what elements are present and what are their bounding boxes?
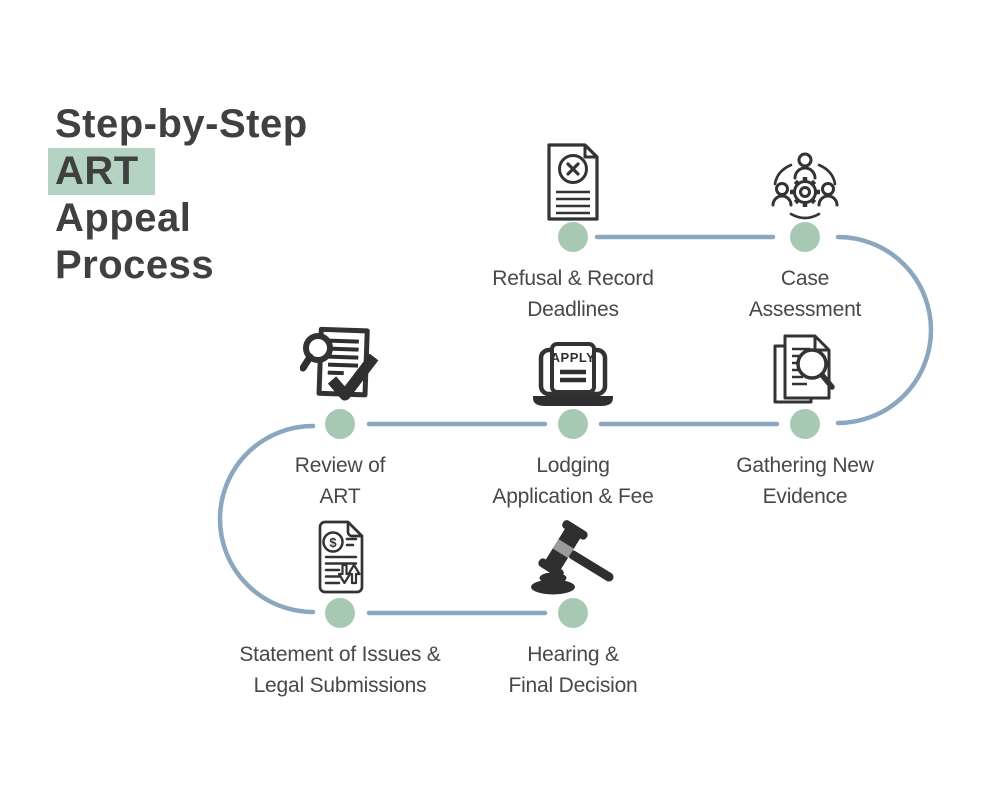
step-label: Gathering New Evidence [736, 454, 874, 508]
title-line-3: Process [55, 243, 215, 287]
step-node-dot [558, 222, 588, 252]
step-label: Review of ART [294, 454, 386, 508]
step-label: Statement of Issues & Legal Submissions [239, 643, 441, 697]
title-line-2: Appeal [55, 196, 192, 240]
document-check-icon [299, 326, 380, 408]
step-node-dot [558, 409, 588, 439]
title-line-1: Step-by-Step [55, 102, 308, 146]
step-node-dot [325, 598, 355, 628]
svg-text:$: $ [329, 535, 337, 550]
title-line-highlight: ART [48, 148, 308, 195]
step-label: Refusal & Record Deadlines [492, 267, 654, 321]
step-node-dot [325, 409, 355, 439]
svg-text:APPLY: APPLY [551, 350, 596, 365]
gavel-icon [527, 517, 619, 597]
step-label: Case Assessment [748, 267, 862, 321]
step-label: Hearing & Final Decision [508, 643, 638, 697]
rejected-document-icon [544, 143, 602, 221]
step-label: Lodging Application & Fee [492, 454, 654, 508]
step-node-dot [790, 409, 820, 439]
step-node-dot [558, 598, 588, 628]
laptop-apply-icon: APPLY [529, 342, 617, 408]
team-gear-icon [770, 151, 840, 221]
fee-statement-icon: $ [310, 519, 370, 597]
page-title: Step-by-Step ART Appeal Process [48, 101, 308, 289]
step-node-dot [790, 222, 820, 252]
documents-magnifier-icon [771, 334, 839, 408]
title-highlight-art: ART [48, 148, 155, 195]
